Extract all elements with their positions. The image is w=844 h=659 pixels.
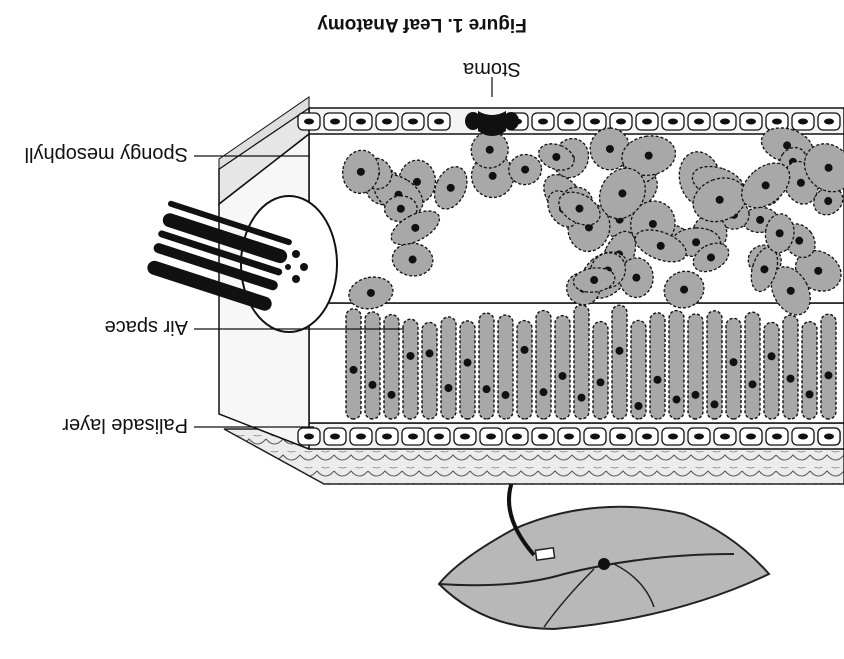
- palisade-layer-label: Palisade layer: [62, 414, 188, 436]
- spongy-mesophyll-label: Spongy mesophyll: [25, 143, 188, 165]
- air-space-label: Air space: [105, 316, 188, 338]
- stoma-label: Stoma: [462, 58, 521, 80]
